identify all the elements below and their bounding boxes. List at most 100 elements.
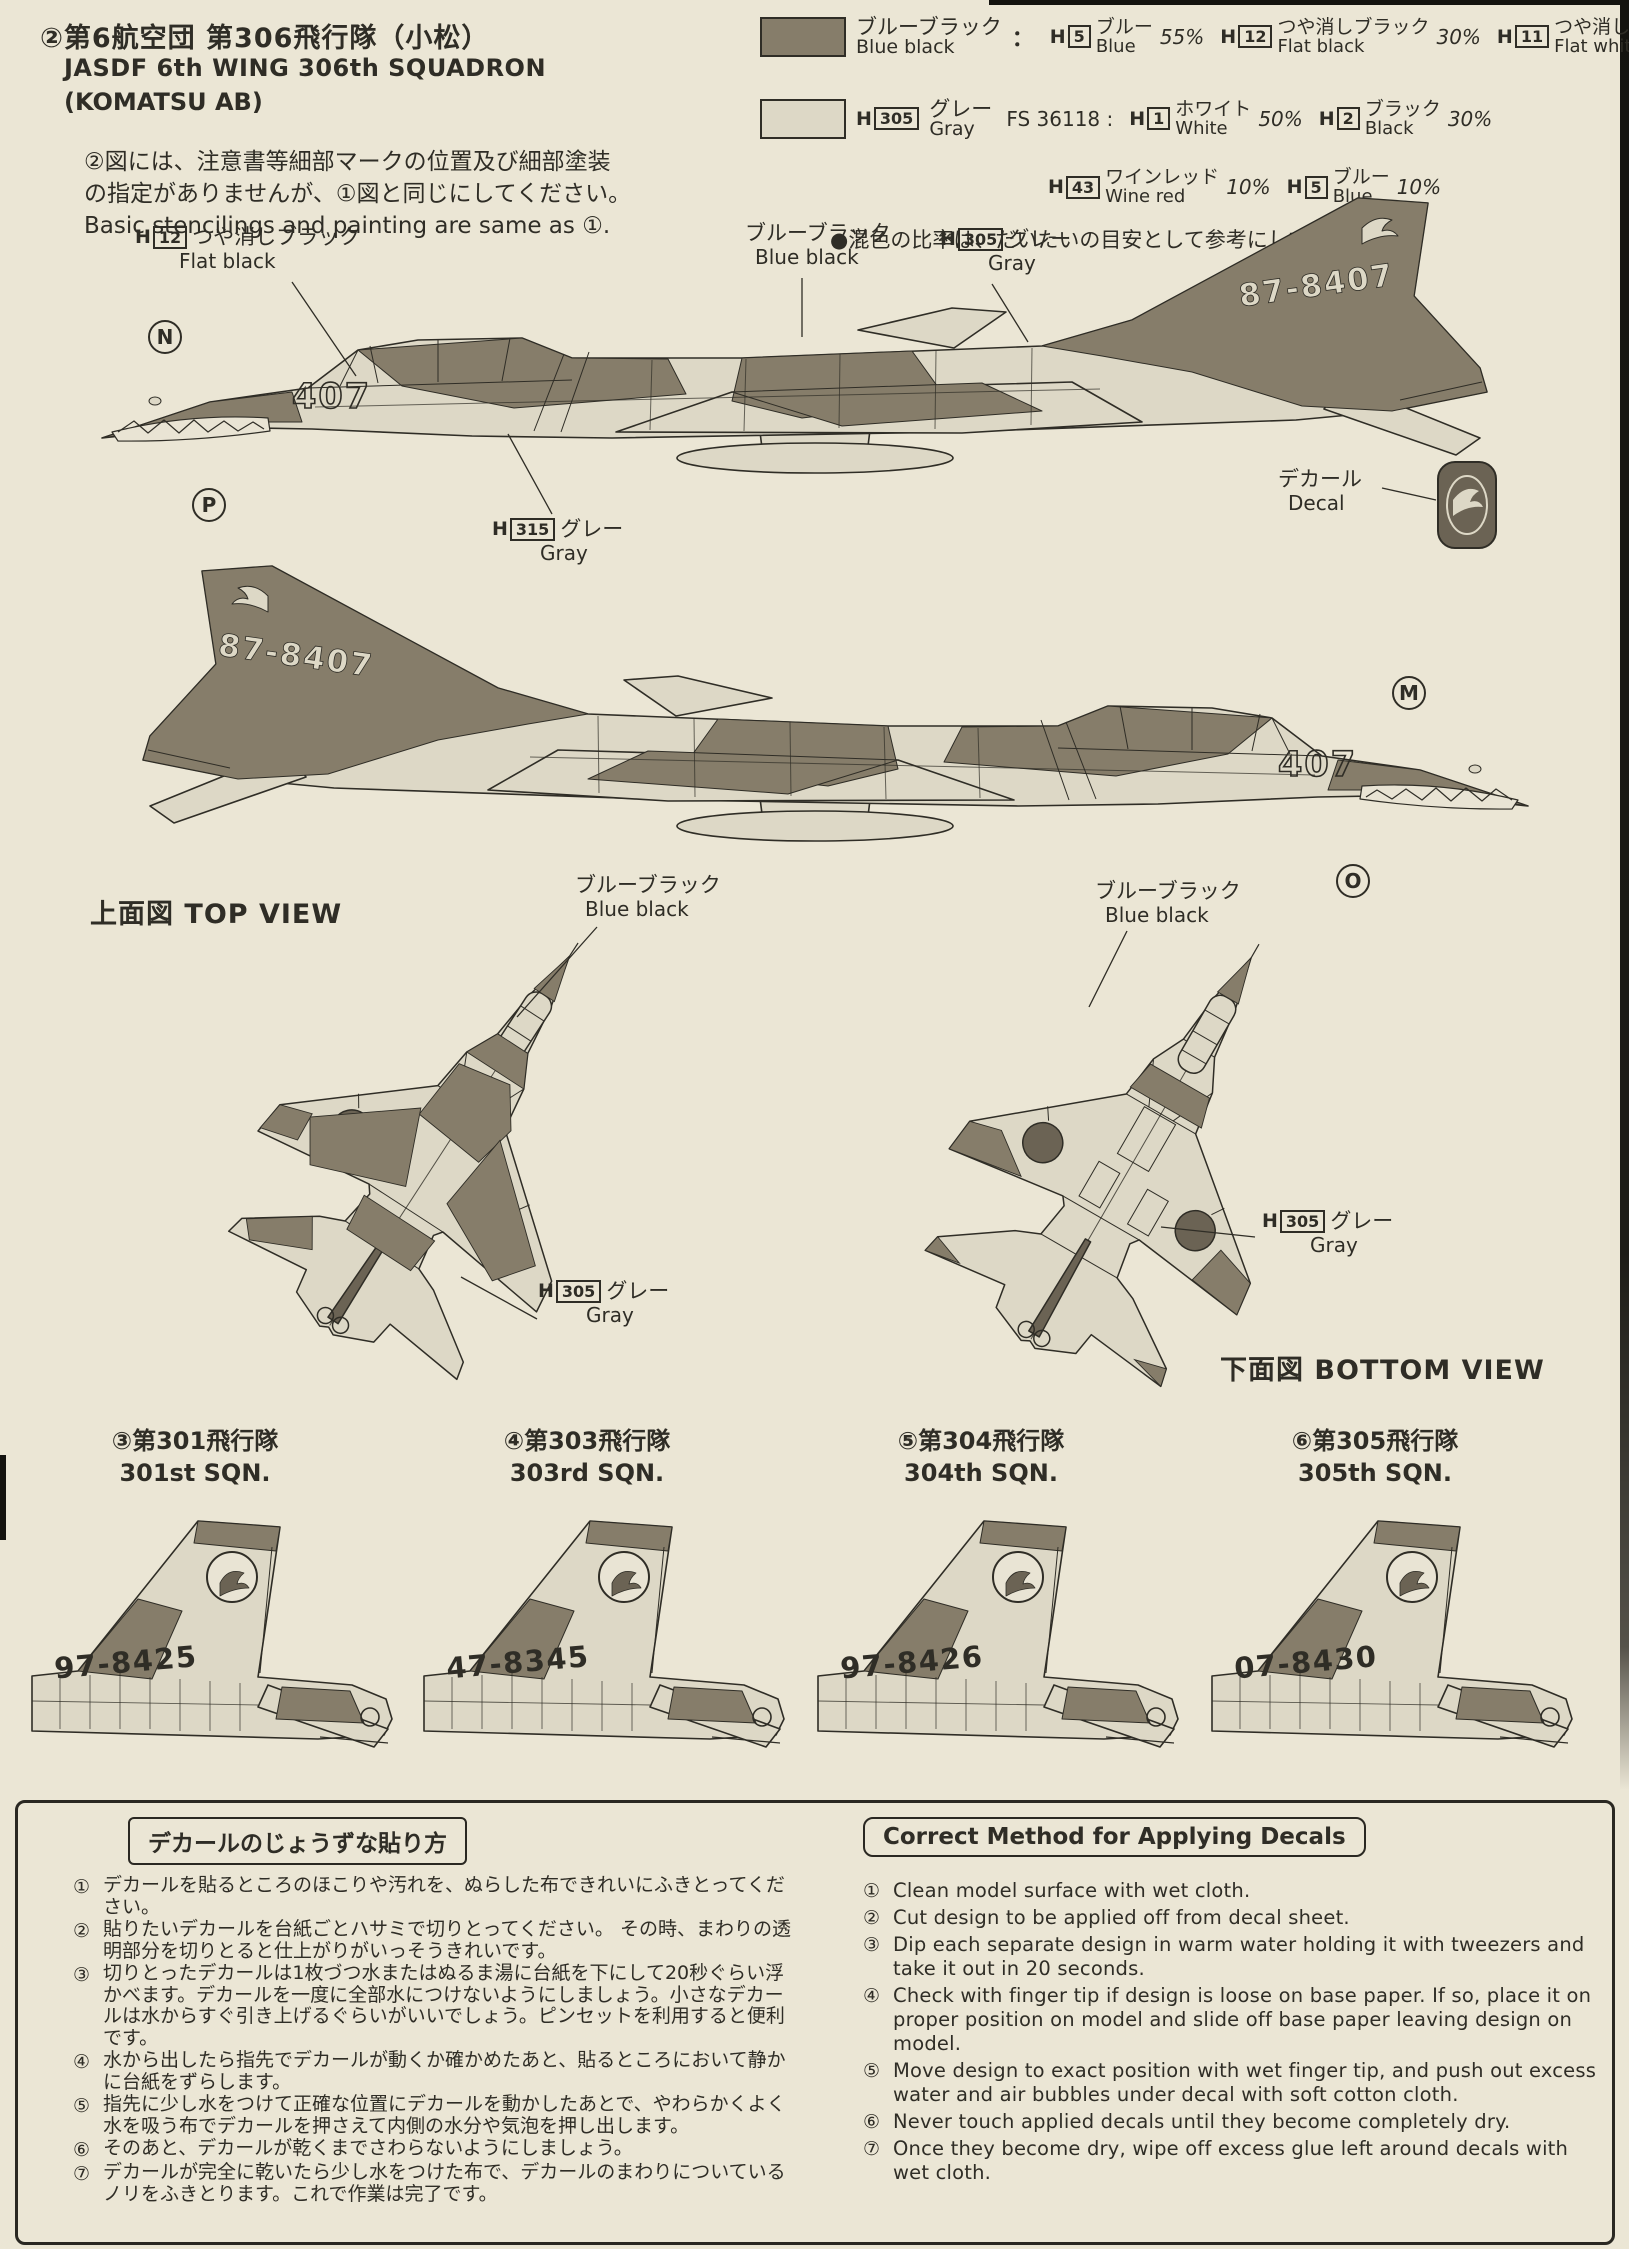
bottom-view-drawing: [883, 895, 1404, 1405]
nose-number-text: 407: [1278, 745, 1357, 785]
decal-guide-jp-title: デカールのじょうずな貼り方: [128, 1817, 467, 1865]
top-view-blue-black-callout: ブルーブラック Blue black: [575, 873, 721, 921]
colon: ：: [1011, 26, 1034, 52]
bottom-view-gear-doors: [1078, 1106, 1177, 1237]
scan-edge-artifact-right: [1620, 0, 1629, 1790]
leader-lines: [1088, 930, 1256, 1238]
tail-305: ⑥第305飛行隊 305th SQN. 07-8430: [1195, 1425, 1585, 1755]
stenciling-note: ②図には、注意書等細部マークの位置及び細部塗装 の指定がありませんが、①図と同じ…: [84, 146, 631, 242]
decal-position-marker-n: N: [148, 320, 182, 354]
nose-number-text: 407: [292, 377, 371, 417]
top-view-drawing: [186, 895, 719, 1400]
squadron-decal-emblem-icon: [1437, 461, 1497, 549]
blue-black-swatch: [760, 16, 846, 57]
tail-303-header: ④第303飛行隊 303rd SQN.: [503, 1427, 671, 1487]
decal-position-marker-m: M: [1392, 676, 1426, 710]
gray-name: グレー Gray: [929, 97, 993, 141]
decal-position-marker-o: O: [1336, 864, 1370, 898]
stenciling-note-en: Basic stencilings and painting are same …: [84, 213, 611, 239]
side-profile-right-drawing: 87-8407 407: [142, 565, 1529, 842]
top-view-camouflage: [245, 954, 571, 1282]
bottom-view-blue-black-callout: ブルーブラック Blue black: [1095, 879, 1241, 927]
side-profile-right-section: 87-8407 407 M O: [40, 548, 1590, 928]
bottom-view-camouflage: [924, 956, 1252, 1388]
tail-303-drawing: 47-8345: [423, 1520, 785, 1748]
bottom-view-heading: 下面図 BOTTOM VIEW: [1220, 1355, 1545, 1386]
decal-position-marker-p: P: [192, 488, 226, 522]
decal-callout: デカール Decal: [1278, 467, 1362, 515]
tail-301: ③第301飛行隊 301st SQN. 97-8425: [15, 1425, 405, 1755]
squadron-tails-section: ③第301飛行隊 301st SQN. 97-8425 ④第303飛行隊 303…: [15, 1425, 1615, 1760]
plan-views-section: 上面図 TOP VIEW: [30, 873, 1600, 1420]
page-title-en: JASDF 6th WING 306th SQUADRON: [64, 54, 547, 82]
page-title-base: (KOMATSU AB): [64, 88, 263, 116]
tail-305-header: ⑥第305飛行隊 305th SQN.: [1291, 1427, 1459, 1487]
decal-instructions-box: デカールのじょうずな貼り方 Correct Method for Applyin…: [15, 1800, 1615, 2245]
top-view-heading: 上面図 TOP VIEW: [90, 899, 343, 930]
leader-lines: [460, 926, 598, 1320]
blue-black-callout: ブルーブラック Blue black: [745, 221, 891, 269]
tail-301-header: ③第301飛行隊 301st SQN.: [111, 1427, 279, 1487]
scan-edge-artifact-top: [989, 0, 1629, 5]
decal-guide-en-title: Correct Method for Applying Decals: [863, 1817, 1366, 1857]
tail-303: ④第303飛行隊 303rd SQN. 47-8345: [407, 1425, 797, 1755]
mix-entry: H11 つや消しホワイトFlat white 15%: [1496, 15, 1629, 57]
scan-edge-artifact-left: [0, 1455, 6, 1540]
page-title: ②第6航空団 第306飛行隊（小松）: [40, 23, 490, 54]
tail-304: ⑤第304飛行隊 304th SQN. 97-8426: [801, 1425, 1191, 1755]
fs-number: FS 36118 :: [1006, 106, 1114, 131]
side-profile-left-drawing: 87-8407 407: [101, 197, 1497, 549]
stenciling-note-jp-2: の指定がありませんが、①図と同じにしてください。: [84, 181, 632, 207]
gray-swatch: [760, 98, 846, 139]
tail-304-drawing: 97-8426: [817, 1520, 1179, 1748]
tail-305-drawing: 07-8430: [1211, 1520, 1573, 1748]
stenciling-note-jp-1: ②図には、注意書等細部マークの位置及び細部塗装: [84, 149, 611, 175]
tail-304-header: ⑤第304飛行隊 304th SQN.: [897, 1427, 1065, 1487]
blue-black-name: ブルーブラック Blue black: [856, 15, 1002, 59]
leader-lines: [291, 278, 1437, 515]
